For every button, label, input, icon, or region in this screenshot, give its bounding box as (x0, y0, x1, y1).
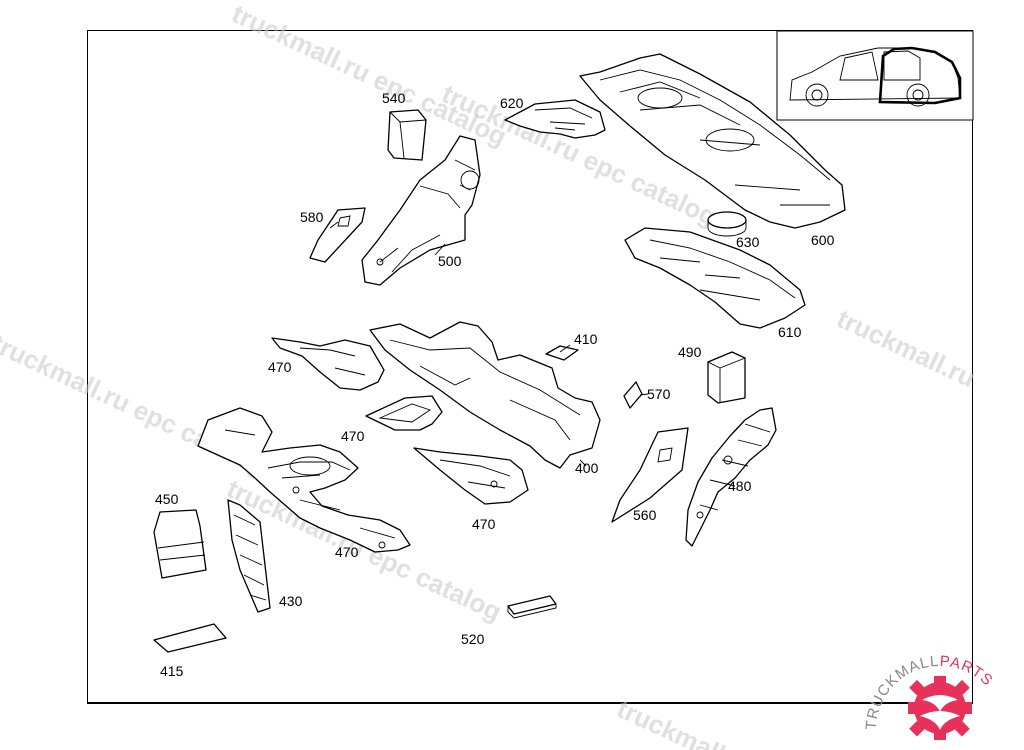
callout-540: 540 (382, 90, 406, 106)
callout-580: 580 (300, 209, 324, 225)
callout-490: 490 (678, 344, 702, 360)
watermark-1: truckmall.ru epc catalog (227, 0, 511, 152)
part-500 (361, 135, 481, 286)
truckmall-logo: TRUCKMALLPARTS (863, 653, 995, 740)
part-540 (387, 109, 427, 161)
car-inset (776, 30, 974, 121)
callout-400: 400 (575, 460, 599, 476)
callout-620: 620 (500, 95, 524, 111)
part-480 (685, 407, 777, 547)
part-560 (611, 427, 689, 523)
part-450 (153, 509, 207, 579)
part-520 (507, 595, 557, 619)
part-470-b (365, 395, 443, 431)
callout-630: 630 (736, 234, 760, 250)
callout-430: 430 (279, 593, 303, 609)
callout-560: 560 (633, 507, 657, 523)
leader-lines (329, 221, 649, 467)
callout-470-c: 470 (335, 544, 359, 560)
part-400 (369, 321, 601, 469)
part-470-d (197, 407, 411, 553)
callout-520: 520 (461, 631, 485, 647)
part-470-c (413, 447, 529, 505)
callout-450: 450 (155, 491, 179, 507)
part-410 (545, 345, 579, 361)
part-600 (579, 53, 846, 229)
part-430 (227, 499, 271, 613)
callouts: 540 620 580 500 600 630 610 410 490 470 … (155, 90, 835, 679)
part-580 (309, 207, 366, 263)
part-570 (623, 381, 643, 409)
callout-480: 480 (728, 478, 752, 494)
part-490 (707, 351, 746, 404)
callout-415: 415 (160, 663, 184, 679)
part-470-a (271, 337, 385, 391)
callout-600: 600 (811, 232, 835, 248)
gear-icon (908, 676, 972, 740)
part-630 (707, 211, 747, 237)
callout-470-d: 470 (472, 516, 496, 532)
watermark-5: truckmall.ru (832, 303, 980, 393)
part-415 (153, 623, 227, 653)
callout-500: 500 (438, 253, 462, 269)
callout-610: 610 (778, 324, 802, 340)
callout-570: 570 (647, 386, 671, 402)
callout-470-b: 470 (341, 428, 365, 444)
watermark-6: truckmall.ru (612, 693, 760, 750)
part-610 (624, 227, 806, 329)
callout-410: 410 (574, 331, 598, 347)
part-620 (504, 99, 606, 139)
callout-470-a: 470 (268, 359, 292, 375)
